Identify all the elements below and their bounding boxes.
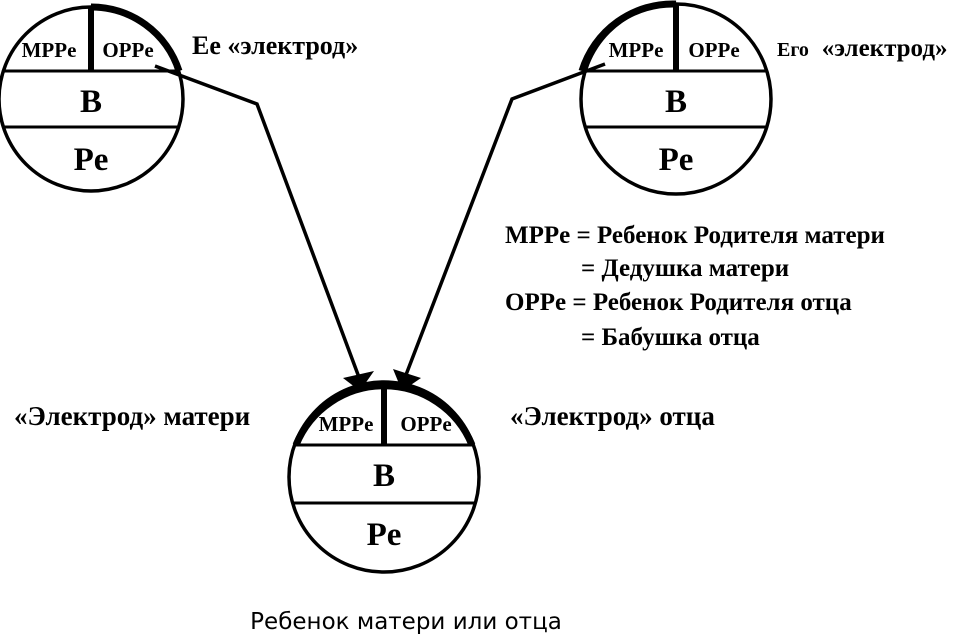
father-circle-outline (579, 2, 773, 196)
child-top-highlight (292, 382, 476, 447)
legend: MPPe = Ребенок Родителя матери = Дедушка… (505, 222, 885, 351)
mother-b-label: B (80, 84, 102, 120)
mother-electrode-label: «Электрод» матери (14, 401, 250, 431)
father-pe-label: Pe (659, 142, 694, 178)
left-arrowhead-icon (343, 371, 374, 391)
legend-line-2: = Дедушка матери (581, 255, 789, 282)
father-connector-line (402, 62, 606, 381)
legend-line-3: OPPe = Ребенок Родителя отца (505, 289, 852, 316)
child-pe-label: Pe (367, 517, 402, 553)
child-mppe-label: MPPe (319, 412, 374, 436)
mother-circle-outline (0, 5, 185, 193)
father-electrode-label: «Электрод» отца (510, 401, 715, 431)
his-electrode-label: Его «электрод» (777, 32, 947, 62)
father-oppe-label: OPPe (688, 38, 739, 62)
mother-oppe-label: OPPe (102, 38, 153, 62)
child-oppe-label: OPPe (400, 412, 451, 436)
mother-mppe-label: MPPe (22, 38, 77, 62)
child-circle: MPPe OPPe B Pe (287, 380, 481, 574)
connector-lines (154, 62, 606, 391)
mother-pe-label: Pe (74, 142, 109, 178)
his-electrode-word: «электрод» (822, 35, 948, 62)
his-electrode-prefix: Его (777, 39, 809, 61)
her-electrode-label: Ее «электрод» (192, 31, 358, 60)
child-b-label: B (373, 458, 395, 494)
legend-line-1: MPPe = Ребенок Родителя матери (505, 222, 885, 249)
child-circle-outline (287, 380, 481, 574)
figure-caption: Ребенок матери или отца (250, 609, 562, 635)
father-circle: MPPe OPPe B Pe (578, 0, 773, 196)
mother-connector-line (154, 64, 362, 381)
mother-circle: MPPe OPPe B Pe (0, 3, 185, 193)
legend-line-4: = Бабушка отца (581, 324, 760, 351)
father-mppe-label: MPPe (609, 38, 664, 62)
father-b-label: B (665, 84, 687, 120)
